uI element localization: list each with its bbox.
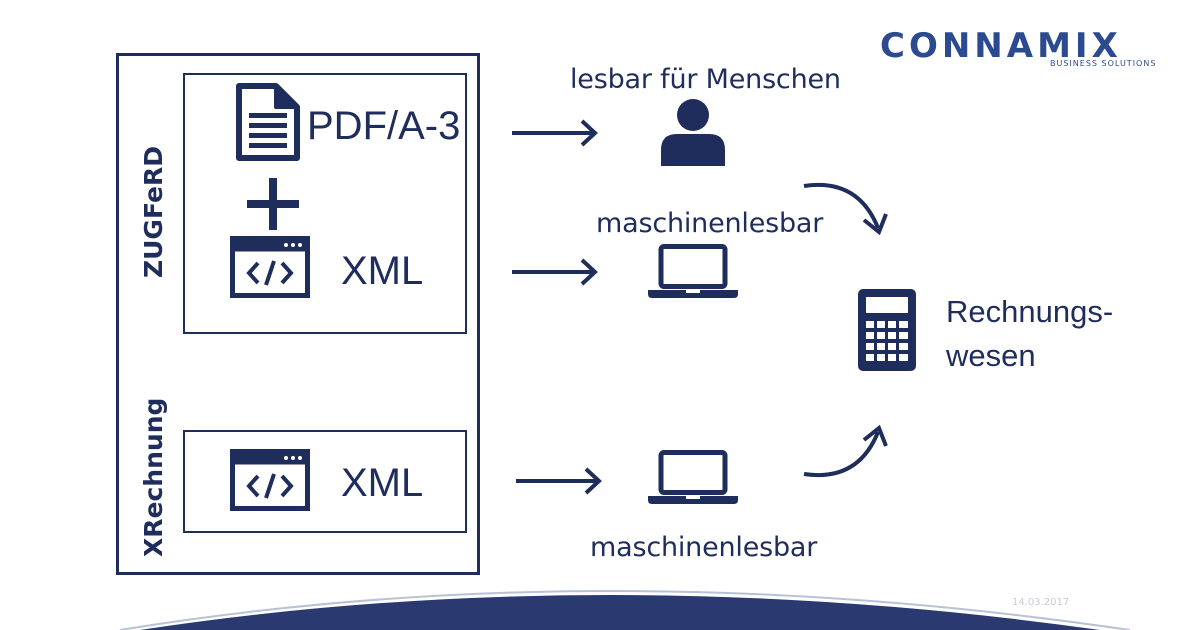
pdf-label: PDF/A-3	[307, 104, 461, 148]
arrow-right-icon	[512, 258, 598, 286]
brand-tagline: BUSINESS SOLUTIONS	[1050, 59, 1157, 68]
accounting-label-line2: wesen	[946, 338, 1036, 373]
brand-name: CONNAMIX	[880, 26, 1122, 66]
zugferd-label: ZUGFeRD	[139, 146, 168, 278]
accounting-label-line1: Rechnungs-	[946, 294, 1114, 329]
plus-icon	[247, 178, 299, 230]
slide-date: 14.03.2017	[1012, 597, 1070, 608]
curved-arrow-icon	[803, 424, 888, 477]
code-window-icon	[230, 449, 310, 511]
human-readable-label: lesbar für Menschen	[570, 64, 841, 95]
xml-label-xrechnung: XML	[341, 461, 424, 505]
arrow-right-icon	[516, 467, 602, 495]
arrow-right-icon	[512, 119, 598, 147]
xrechnung-box	[183, 430, 467, 533]
xml-label-zugferd: XML	[341, 249, 424, 293]
machine-readable-label: maschinenlesbar	[590, 532, 818, 563]
code-window-icon	[230, 236, 310, 298]
invoice-formats-box	[116, 53, 480, 575]
laptop-icon	[648, 450, 738, 504]
machine-readable-label: maschinenlesbar	[596, 208, 824, 239]
zugferd-box	[183, 73, 467, 334]
footer-band	[119, 590, 1131, 630]
document-icon	[236, 83, 300, 161]
calculator-icon	[858, 289, 916, 371]
xrechnung-label: XRechnung	[139, 397, 168, 557]
person-icon	[661, 99, 725, 166]
laptop-icon	[648, 244, 738, 298]
brand-logo: CONNAMIX BUSINESS SOLUTIONS	[880, 26, 1180, 76]
curved-arrow-icon	[803, 183, 888, 236]
